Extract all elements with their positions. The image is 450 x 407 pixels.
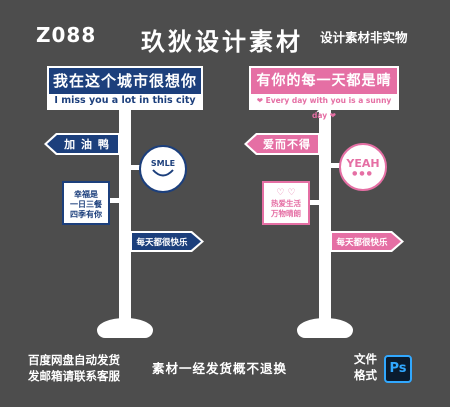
right-circle-text: YEAH — [346, 157, 380, 170]
right-post — [319, 100, 331, 328]
footer-right-line-2: 格式 — [354, 368, 377, 382]
right-circle-connector — [330, 163, 342, 168]
right-right-arrow-label: 每天都很快乐 — [336, 237, 388, 248]
left-smile-circle: SMLE — [139, 145, 187, 193]
left-board: 我在这个城市很想你 I miss you a lot in this city — [47, 66, 203, 110]
right-post-base — [297, 318, 353, 338]
left-card-line-2: 一日三餐 — [70, 200, 102, 209]
dots-icon: ●●● — [352, 170, 374, 177]
left-card: 幸福是 一日三餐 四季有你 — [62, 181, 110, 225]
left-post — [119, 100, 131, 328]
page-title: 玖狄设计素材 — [141, 28, 303, 56]
left-post-base — [97, 318, 153, 338]
smile-icon — [152, 168, 174, 176]
right-arrow-left-label: 爱而不得 — [263, 138, 311, 151]
right-yeah-circle: YEAH ●●● — [339, 143, 387, 191]
product-code: Z088 — [36, 23, 97, 47]
photoshop-icon: Ps — [384, 355, 412, 383]
left-right-arrow-label: 每天都很快乐 — [136, 237, 188, 248]
right-board-subtitle: ❤ Every day with you is a sunny day ❤ — [256, 96, 392, 120]
footer-left-line-1: 百度网盘自动发货 — [28, 353, 120, 367]
left-arrow-sign-right: 每天都很快乐 — [130, 231, 204, 252]
right-arrow-shape-pink — [330, 231, 404, 252]
left-card-connector — [110, 198, 120, 203]
left-board-title: 我在这个城市很想你 — [49, 68, 201, 94]
page-subtitle: 设计素材非实物 — [320, 30, 408, 45]
right-card-connector — [310, 200, 320, 205]
right-arrow-sign-left: 爱而不得 — [244, 133, 320, 155]
left-card-line-1: 幸福是 — [74, 190, 98, 199]
left-circle-text: SMLE — [150, 158, 176, 168]
left-arrow-sign: 加 油 鸭 — [44, 133, 120, 155]
left-board-subtitle: I miss you a lot in this city — [54, 95, 196, 106]
right-card-line-1: 热爱生活 — [271, 199, 301, 208]
footer-right-line-1: 文件 — [354, 352, 377, 366]
right-card: ♡ ♡ 热爱生活 万物晴朗 — [262, 181, 310, 225]
right-arrow-sign-right: 每天都很快乐 — [330, 231, 404, 252]
right-board: 有你的每一天都是晴天 ❤ Every day with you is a sun… — [249, 66, 399, 120]
left-arrow-shape-pink — [244, 133, 320, 155]
footer-delivery-note: 百度网盘自动发货 发邮箱请联系客服 — [28, 352, 120, 384]
left-card-line-3: 四季有你 — [70, 210, 102, 219]
right-card-line-2: 万物晴朗 — [271, 209, 301, 218]
footer-no-refund: 素材一经发货概不退换 — [152, 361, 288, 376]
left-arrow-label: 加 油 鸭 — [64, 138, 110, 151]
footer-file-format: 文件 格式 — [354, 351, 377, 383]
heart-icon: ♡ ♡ — [276, 188, 296, 198]
left-circle-connector — [130, 165, 142, 170]
right-arrow-shape — [130, 231, 204, 252]
footer-left-line-2: 发邮箱请联系客服 — [28, 369, 120, 383]
right-board-title: 有你的每一天都是晴天 — [251, 68, 397, 115]
left-arrow-shape — [44, 133, 120, 155]
